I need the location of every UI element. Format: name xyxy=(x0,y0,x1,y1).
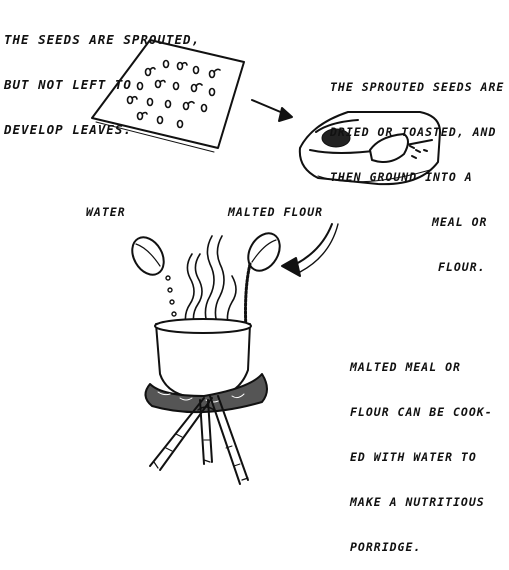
label-water: Water xyxy=(86,205,126,219)
firewood xyxy=(149,395,249,485)
fire-stones xyxy=(144,373,268,414)
caption-sprouted-seeds: The seeds are sprouted, but not left to … xyxy=(4,2,200,152)
caption-line: then ground into a xyxy=(330,170,473,184)
sprouting-cloth xyxy=(91,39,245,153)
cooking-pot xyxy=(154,318,252,399)
flour-bowl xyxy=(247,232,281,272)
caption-line: make a nutritious xyxy=(350,495,485,509)
caption-line: The seeds are sprouted, xyxy=(4,32,201,47)
label-malted-flour: Malted flour xyxy=(228,205,324,219)
caption-line: flour. xyxy=(438,260,486,274)
caption-line: ed with water to xyxy=(350,450,477,464)
caption-porridge: Malted meal or flour can be cook- ed wit… xyxy=(350,330,493,570)
caption-line: meal or xyxy=(432,215,488,229)
flour-stream xyxy=(244,262,252,332)
caption-line: dried or toasted, and xyxy=(330,125,497,139)
water-bowl xyxy=(131,236,165,276)
caption-line: but not left to xyxy=(4,77,132,92)
sprouted-seeds xyxy=(126,59,221,129)
caption-line: The sprouted seeds are xyxy=(330,80,505,94)
arrow-to-grinder xyxy=(251,99,293,122)
steam xyxy=(184,235,237,331)
caption-line: develop leaves. xyxy=(4,122,132,137)
caption-line: Malted meal or xyxy=(350,360,461,374)
illustration xyxy=(91,39,441,485)
caption-line: flour can be cook- xyxy=(350,405,493,419)
caption-dried-ground: The sprouted seeds are dried or toasted,… xyxy=(330,50,504,290)
arrow-to-pot xyxy=(281,223,339,277)
caption-line: porridge. xyxy=(350,540,422,554)
grinding-stone xyxy=(298,111,441,186)
